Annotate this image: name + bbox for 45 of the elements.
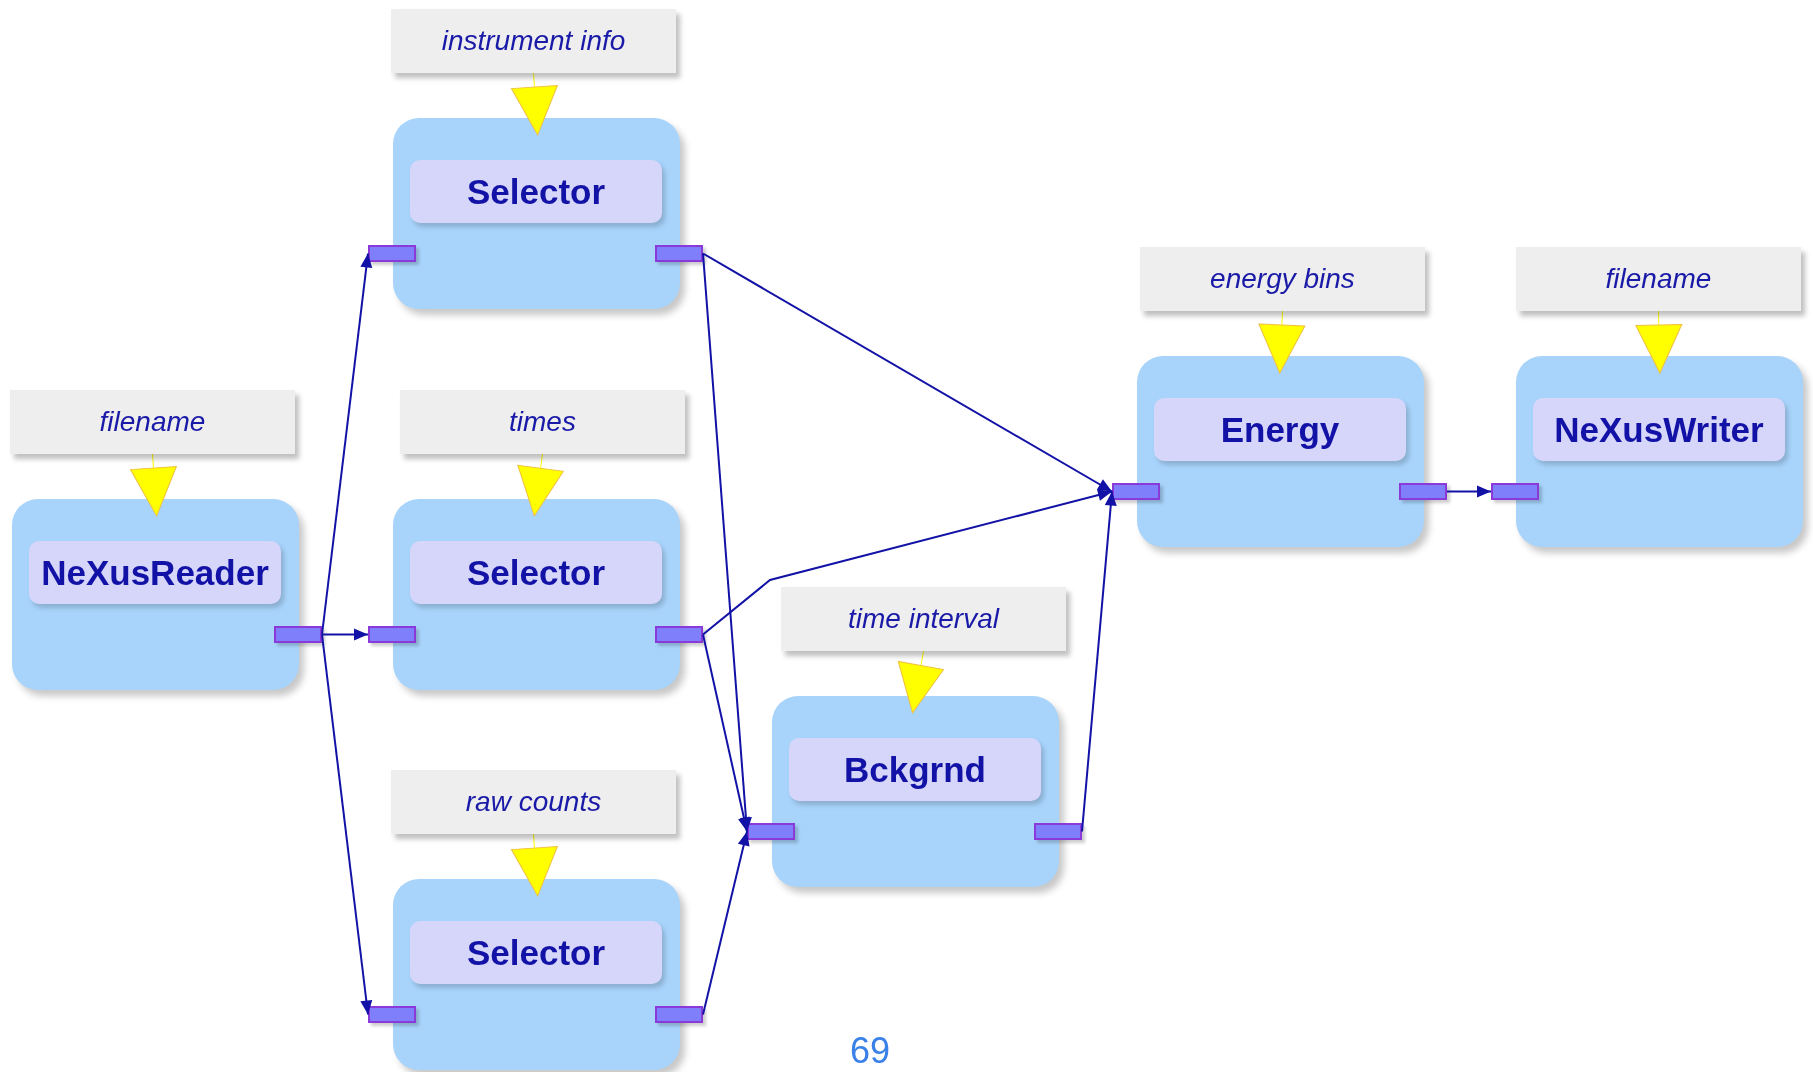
module-label: Selector	[410, 541, 662, 604]
page-number: 69	[850, 1030, 891, 1072]
parameter-box	[391, 9, 676, 73]
port-bar	[1399, 483, 1447, 500]
input-triangle-arrow	[1635, 310, 1683, 374]
module-label: Bckgrnd	[789, 738, 1041, 801]
input-triangle-arrow	[517, 453, 564, 517]
parameter-name: filename	[1605, 263, 1712, 295]
module-label: Selector	[410, 160, 662, 223]
port-bar	[655, 1006, 703, 1023]
module-label: Selector	[410, 921, 662, 984]
port-bar	[368, 245, 416, 262]
port-bar	[368, 1006, 416, 1023]
arrow	[1446, 485, 1492, 498]
port-bar	[1034, 823, 1082, 840]
arrow	[321, 628, 369, 641]
arrow	[702, 252, 1113, 493]
parameter-name: time interval	[848, 603, 999, 635]
parameter-box	[781, 587, 1066, 651]
port-bar	[747, 823, 795, 840]
input-triangle-arrow	[1258, 310, 1306, 374]
parameter-box	[1516, 247, 1801, 311]
module-label: Energy	[1154, 398, 1406, 461]
parameter-name: energy bins	[1210, 263, 1355, 295]
parameter-name: filename	[99, 406, 206, 438]
input-triangle-arrow	[511, 72, 558, 136]
module-label: NeXusReader	[29, 541, 281, 604]
port-bar	[274, 626, 322, 643]
module-label: NeXusWriter	[1533, 398, 1785, 461]
arrow	[702, 489, 1113, 636]
parameter-box	[10, 390, 295, 454]
port-bar	[368, 626, 416, 643]
parameter-name: instrument info	[441, 25, 626, 57]
parameter-box	[400, 390, 685, 454]
port-bar	[655, 245, 703, 262]
parameter-name: times	[509, 406, 576, 438]
port-bar	[655, 626, 703, 643]
port-bar	[1112, 483, 1160, 500]
parameter-box	[1140, 247, 1425, 311]
input-triangle-arrow	[511, 833, 558, 897]
port-bar	[1491, 483, 1539, 500]
parameter-name: raw counts	[465, 786, 602, 818]
input-triangle-arrow	[130, 453, 177, 517]
parameter-box	[391, 770, 676, 834]
input-triangle-arrow	[897, 650, 945, 714]
